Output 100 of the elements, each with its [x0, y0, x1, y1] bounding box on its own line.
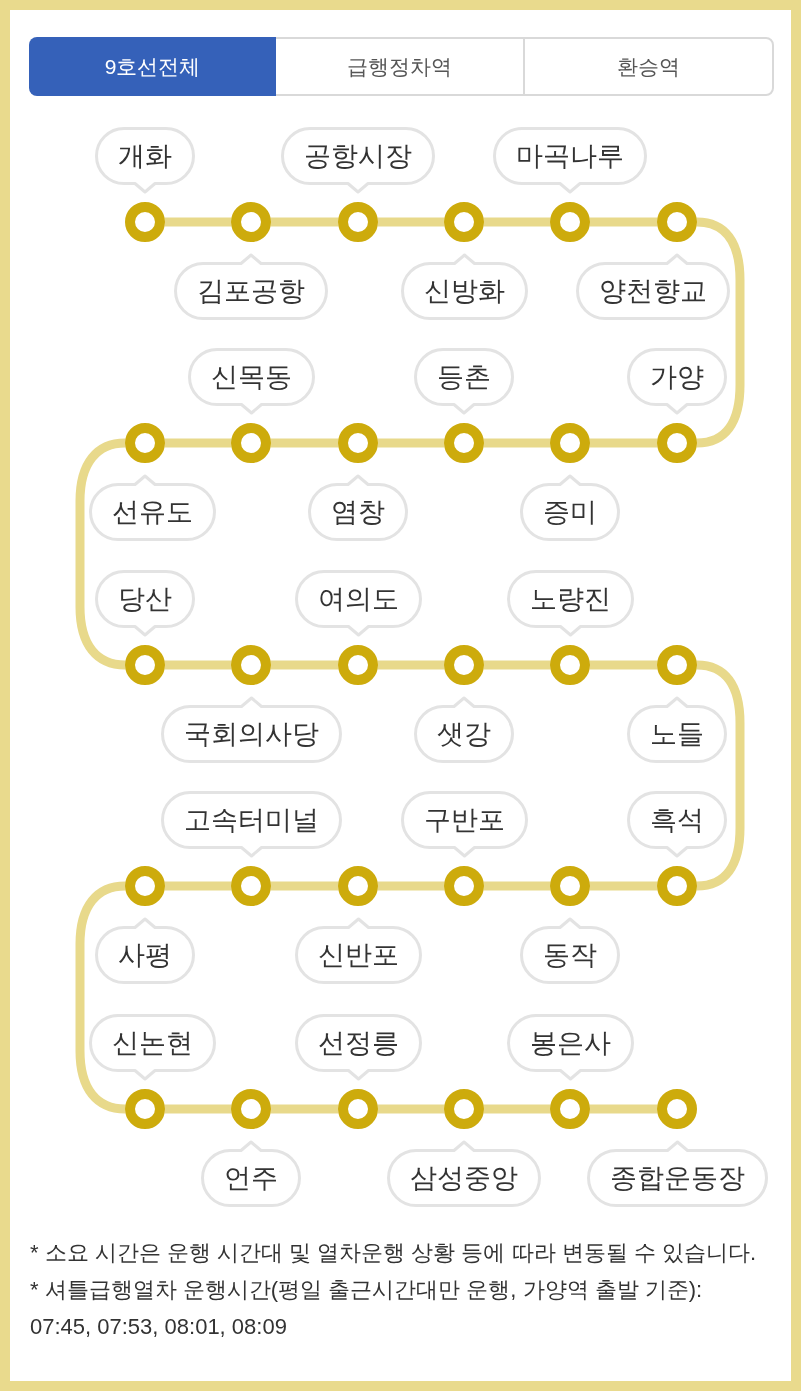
station-name: 선정릉	[317, 1029, 399, 1057]
station-marker	[231, 1089, 271, 1129]
station-name: 선유도	[112, 498, 193, 526]
callout-bubble	[95, 917, 195, 984]
station-marker	[657, 423, 697, 463]
track-line	[165, 660, 231, 670]
station-marker	[231, 866, 271, 906]
track-line	[378, 1104, 444, 1114]
callout-bubble	[294, 917, 422, 984]
station-name: 종합운동장	[609, 1164, 745, 1192]
track-line	[271, 660, 338, 670]
callout-bubble	[308, 474, 408, 541]
station-name: 가양	[650, 363, 704, 391]
track-line	[378, 217, 444, 227]
station-marker	[657, 645, 697, 685]
track-line	[590, 660, 657, 670]
callout-bubble	[627, 696, 727, 763]
station-marker	[231, 645, 271, 685]
tab: 급행정차역	[276, 37, 523, 96]
station-marker	[444, 866, 484, 906]
station-name: 신목동	[210, 363, 292, 391]
track-line	[590, 1104, 657, 1114]
station-marker	[657, 202, 697, 242]
track-line	[484, 881, 550, 891]
footnote: * 셔틀급행열차 운행시간(평일 출근시간대만 운행, 가양역 출발 기준): 07:45, 07:53, 08:01, 08:09	[30, 1276, 704, 1341]
callout-bubble	[414, 348, 514, 415]
station-marker	[444, 423, 484, 463]
callout-bubble	[160, 696, 342, 763]
station-name: 당산	[118, 585, 172, 613]
callout-bubble	[586, 1140, 768, 1207]
station-name: 공항시장	[304, 142, 412, 170]
station-marker	[125, 202, 165, 242]
station-name: 신논현	[112, 1029, 193, 1057]
station-marker	[125, 645, 165, 685]
track-line	[378, 881, 444, 891]
tab: 환승역	[523, 37, 774, 96]
callout-bubble	[387, 1140, 541, 1207]
station-marker	[444, 202, 484, 242]
station-marker	[338, 202, 378, 242]
station-name: 국회의사당	[183, 720, 319, 748]
track-line	[165, 1104, 231, 1114]
track-line	[484, 217, 550, 227]
track-line	[271, 217, 338, 227]
station-marker	[550, 866, 590, 906]
callout-bubble	[160, 791, 342, 858]
track-line	[484, 438, 550, 448]
station-marker	[338, 866, 378, 906]
station-name: 사평	[118, 941, 172, 969]
station-marker	[444, 645, 484, 685]
callout-bubble	[89, 1014, 216, 1081]
callout-bubble	[520, 474, 620, 541]
station-marker	[231, 202, 271, 242]
callout-bubble	[627, 348, 727, 415]
station-name: 신방화	[423, 277, 505, 305]
track-line	[165, 881, 231, 891]
callout-bubble	[294, 570, 422, 637]
callout-bubble	[576, 253, 730, 320]
callout-bubble	[174, 253, 328, 320]
station-marker	[231, 423, 271, 463]
station-marker	[550, 645, 590, 685]
track-line	[484, 1104, 550, 1114]
callout-bubble	[201, 1140, 301, 1207]
station-name: 증미	[543, 498, 597, 526]
station-name: 염창	[331, 498, 385, 526]
station-name: 고속터미널	[183, 806, 319, 834]
track-line	[484, 660, 550, 670]
station-marker	[338, 423, 378, 463]
callout-bubble	[506, 1014, 634, 1081]
station-name: 흑석	[650, 806, 704, 834]
station-name: 개화	[118, 142, 172, 170]
station-marker	[550, 1089, 590, 1129]
station-name: 샛강	[437, 720, 491, 748]
callout-bubble	[89, 474, 216, 541]
track-line	[590, 881, 657, 891]
station-marker	[338, 645, 378, 685]
station-marker	[125, 1089, 165, 1129]
track-line	[165, 217, 231, 227]
station-name: 양천향교	[599, 277, 707, 305]
station-name: 봉은사	[529, 1029, 611, 1057]
callout-bubble	[506, 570, 634, 637]
station-name: 김포공항	[197, 277, 305, 305]
callout-bubble	[95, 570, 195, 637]
station-marker	[550, 202, 590, 242]
callout-bubble	[400, 253, 528, 320]
track-line	[378, 660, 444, 670]
station-name: 등촌	[437, 363, 491, 391]
tab: 9호선전체	[29, 37, 276, 96]
callout-bubble	[520, 917, 620, 984]
station-marker	[550, 423, 590, 463]
station-name: 노들	[650, 720, 704, 748]
track-line	[590, 438, 657, 448]
station-name: 노량진	[529, 585, 611, 613]
station-name: 언주	[224, 1164, 278, 1192]
callout-bubble	[400, 791, 528, 858]
station-marker	[125, 423, 165, 463]
station-marker	[125, 866, 165, 906]
callout-bubble	[493, 127, 647, 194]
track-line	[271, 438, 338, 448]
station-marker	[657, 866, 697, 906]
track-line	[590, 217, 657, 227]
